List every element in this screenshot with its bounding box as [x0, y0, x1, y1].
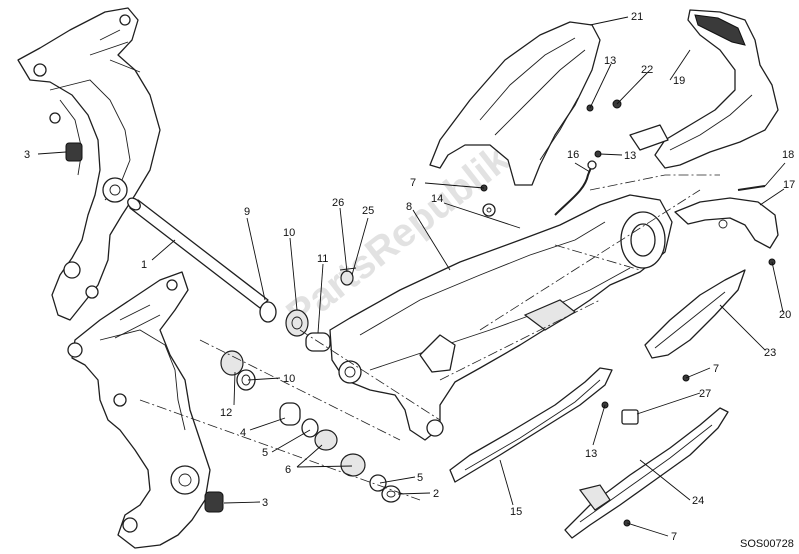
- callout-5-right: 5: [417, 472, 423, 484]
- callout-6: 6: [285, 464, 291, 476]
- callout-23: 23: [764, 347, 776, 359]
- callout-22: 22: [641, 64, 653, 76]
- chain-slider: [449, 367, 613, 483]
- lower-chain-guide: [564, 407, 729, 539]
- pivot-bolt-upper: [65, 142, 83, 162]
- callout-21: 21: [631, 11, 643, 23]
- leader-lines: [37, 16, 786, 537]
- drawing-code: SOS00728: [740, 538, 794, 550]
- upper-cover: [629, 9, 779, 169]
- side-cover: [644, 269, 746, 359]
- callout-11: 11: [317, 253, 328, 265]
- upper-frame-bracket: [17, 7, 161, 321]
- callout-3-lower: 3: [262, 497, 268, 509]
- callout-labels: 21 19 13 22 3 16 13 18 7 17 14 8 26 9 25…: [24, 11, 795, 543]
- callout-4: 4: [240, 427, 246, 439]
- callout-27: 27: [699, 388, 711, 400]
- assembly-axes: [139, 174, 720, 501]
- pivot-shaft: [127, 197, 269, 309]
- callout-9: 9: [244, 206, 250, 218]
- callout-8: 8: [406, 201, 412, 213]
- lower-frame-bracket: [67, 271, 211, 549]
- callout-5-left: 5: [262, 447, 268, 459]
- brake-hose: [554, 160, 597, 216]
- callout-13-mid: 13: [624, 150, 636, 162]
- chain-guard: [674, 197, 779, 249]
- callout-7-right: 7: [713, 363, 719, 375]
- callout-20: 20: [779, 309, 791, 321]
- pivot-bolt-lower: [204, 491, 224, 513]
- callout-13-top: 13: [604, 55, 616, 67]
- callout-14: 14: [431, 193, 443, 205]
- callout-25: 25: [362, 205, 374, 217]
- callout-2: 2: [433, 488, 439, 500]
- callout-3-upper: 3: [24, 149, 30, 161]
- callout-17: 17: [783, 179, 795, 191]
- callout-24: 24: [692, 495, 704, 507]
- callout-15: 15: [510, 506, 522, 518]
- swingarm: [329, 194, 673, 441]
- pivot-bearings: [220, 301, 401, 503]
- callout-13-bottom: 13: [585, 448, 597, 460]
- callout-10-lower: 10: [283, 373, 295, 385]
- callout-1: 1: [141, 259, 147, 271]
- callout-26: 26: [332, 197, 344, 209]
- callout-16: 16: [567, 149, 579, 161]
- callout-18: 18: [782, 149, 794, 161]
- callout-10-upper: 10: [283, 227, 295, 239]
- callout-7-bottom: 7: [671, 531, 677, 543]
- callout-7-top: 7: [410, 177, 416, 189]
- callout-19: 19: [673, 75, 685, 87]
- callout-12: 12: [220, 407, 232, 419]
- rear-mudguard: [429, 21, 601, 186]
